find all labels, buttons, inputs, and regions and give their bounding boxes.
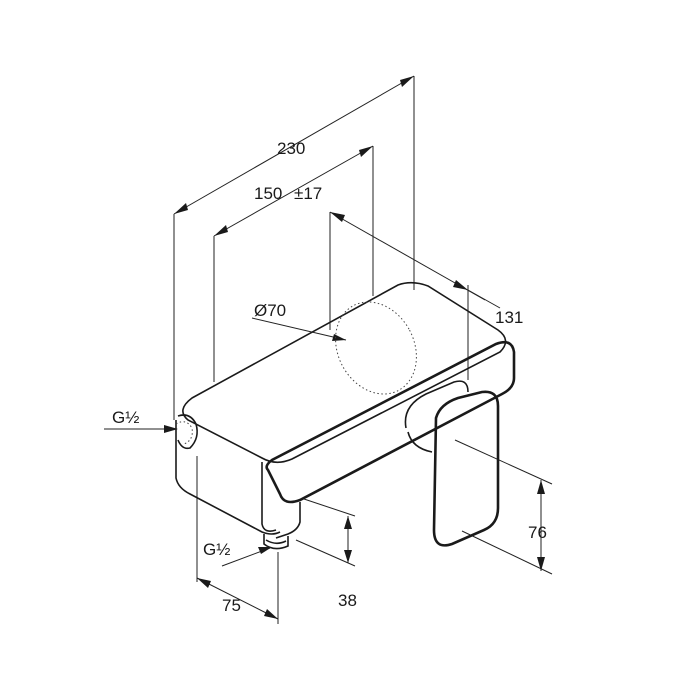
arrow-38-bottom bbox=[344, 550, 352, 563]
label-outlet-thread: G½ bbox=[203, 540, 230, 559]
dimension-lines bbox=[104, 75, 553, 624]
leader-diameter bbox=[251, 317, 347, 341]
arrow-230-right bbox=[400, 76, 414, 87]
ext-line-38-top bbox=[303, 498, 356, 517]
label-outlet-offset: 38 bbox=[338, 591, 357, 610]
ext-line-76-top bbox=[454, 439, 553, 485]
label-inlet-thread: G½ bbox=[112, 408, 139, 427]
arrow-76-bottom bbox=[537, 557, 545, 571]
ext-line-76-bottom bbox=[461, 530, 553, 575]
label-rosette-diameter: Ø70 bbox=[254, 301, 286, 320]
label-mount-distance: 150 bbox=[254, 184, 282, 203]
label-depth: 131 bbox=[495, 308, 523, 327]
arrow-230-left bbox=[174, 203, 188, 214]
arrow-150-right bbox=[359, 146, 373, 157]
lever-paddle bbox=[432, 390, 500, 547]
label-overall-width: 230 bbox=[277, 139, 305, 158]
dim-line-131-tail bbox=[467, 289, 501, 309]
outlet-thread-ring bbox=[265, 539, 287, 545]
dim-line-150 bbox=[213, 145, 374, 237]
arrow-75-right bbox=[264, 609, 278, 619]
label-outlet-depth: 75 bbox=[222, 596, 241, 615]
ext-line-38-bottom bbox=[295, 539, 356, 567]
arrow-131-left bbox=[330, 212, 345, 222]
body-front-edge bbox=[261, 462, 277, 532]
body-left-face bbox=[175, 420, 281, 535]
arrow-38-top bbox=[344, 516, 352, 529]
lever-handle bbox=[404, 380, 500, 547]
arrow-75-left bbox=[197, 578, 211, 588]
arrow-131-right bbox=[453, 280, 468, 290]
arrow-150-left bbox=[214, 225, 228, 236]
outlet-thread bbox=[263, 534, 289, 550]
inlet-thread-hidden bbox=[175, 421, 193, 445]
arrow-inlet bbox=[164, 425, 178, 433]
lever-collar-base bbox=[407, 431, 433, 453]
dim-line-75 bbox=[196, 577, 279, 620]
body-front-panel bbox=[265, 340, 516, 504]
arrow-outlet bbox=[258, 547, 272, 554]
body-left-cap bbox=[177, 414, 198, 450]
arrow-diameter bbox=[332, 334, 346, 341]
rosette-hidden-circle bbox=[335, 301, 417, 395]
mixer-body bbox=[175, 281, 516, 550]
body-bottom-edge bbox=[275, 502, 301, 539]
arrow-76-top bbox=[537, 480, 545, 494]
label-lever-height: 76 bbox=[528, 523, 547, 542]
label-mount-tolerance: ±17 bbox=[294, 184, 322, 203]
body-top-face bbox=[182, 281, 507, 464]
dimension-labels: 230 150 ±17 Ø70 131 76 38 75 G½ G½ bbox=[112, 139, 547, 615]
dim-line-230 bbox=[173, 75, 415, 215]
lever-collar bbox=[404, 380, 469, 429]
